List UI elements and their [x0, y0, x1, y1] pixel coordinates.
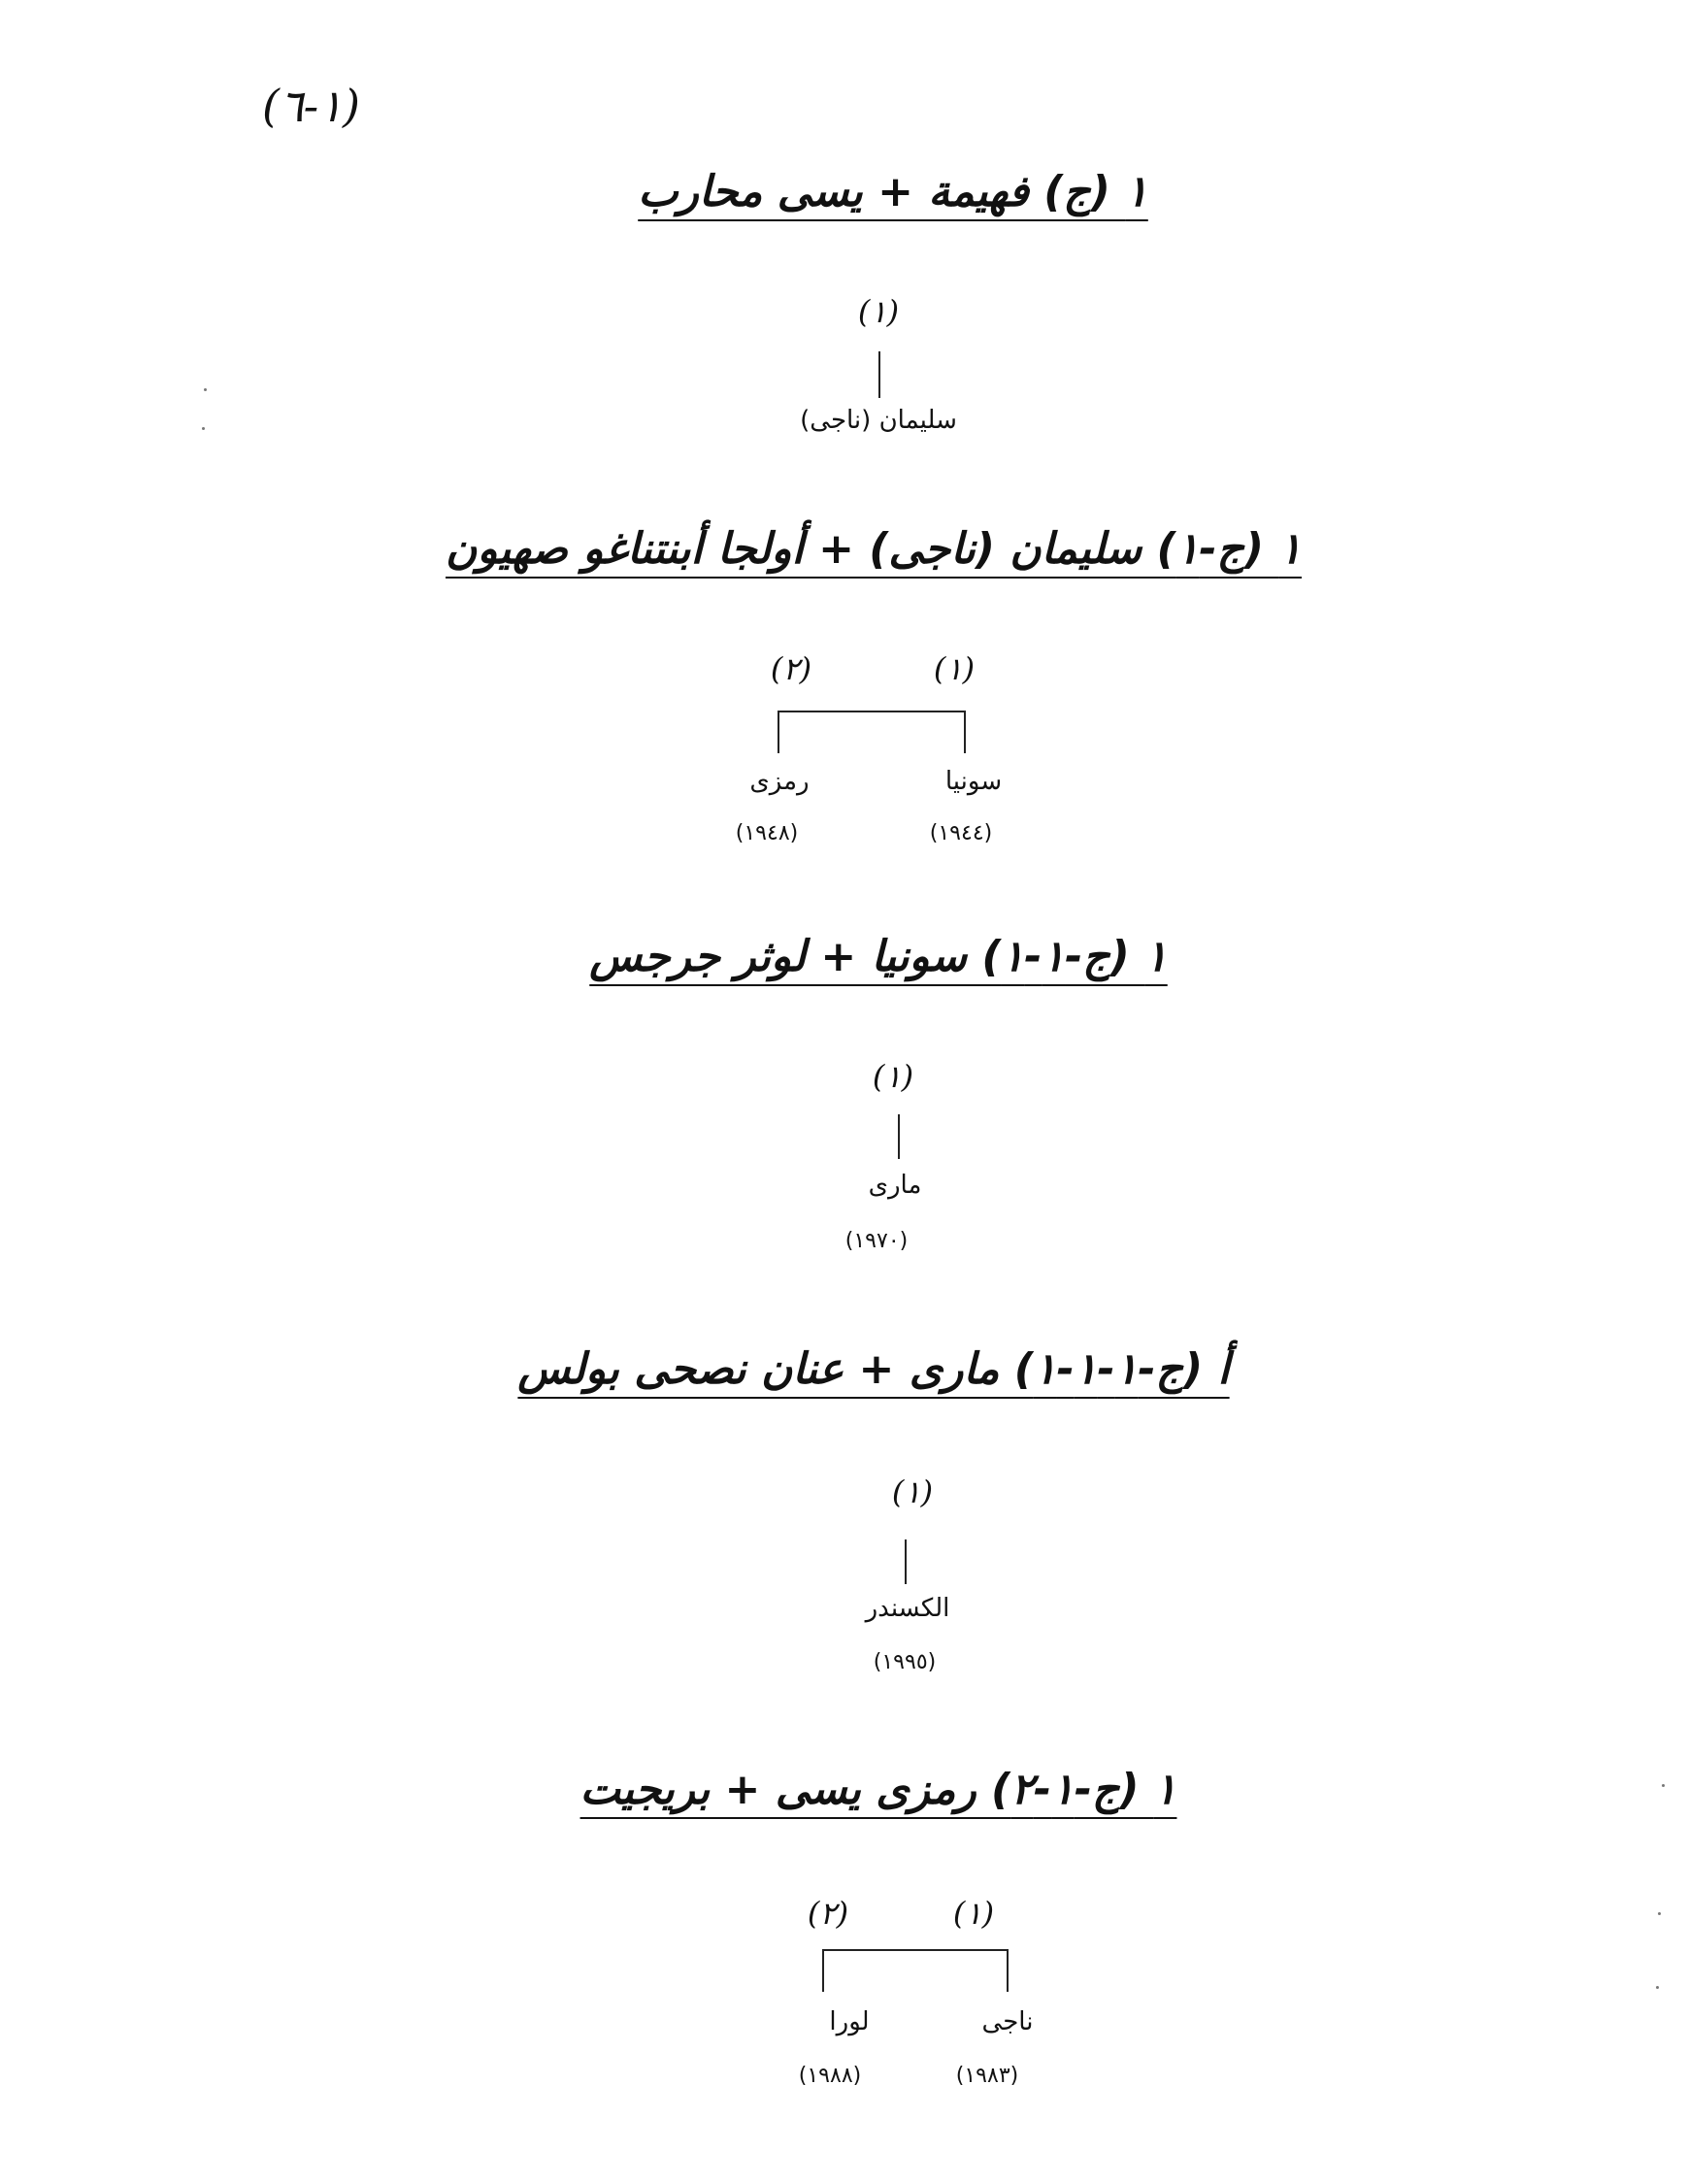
child-index: (١)	[891, 1473, 934, 1510]
section-heading: ١ (ج) فهيمة + يسى محارب	[638, 167, 1148, 216]
child-year: (١٩٨٨)	[798, 2064, 862, 2088]
scan-speck	[204, 388, 207, 391]
child-name: سونيا	[944, 767, 1003, 796]
tree-connector	[822, 1949, 1009, 1951]
child-index: (١)	[933, 650, 976, 687]
scan-speck	[1658, 1912, 1661, 1915]
child-index: (١)	[857, 293, 900, 330]
child-year: (١٩٤٤)	[929, 821, 993, 845]
child-name: رمزى	[749, 767, 810, 796]
scan-speck	[202, 427, 205, 430]
child-name: سليمان (ناجى)	[800, 406, 957, 435]
child-index: (١)	[952, 1895, 995, 1932]
child-year: (١٩٧٠)	[844, 1229, 909, 1253]
scan-speck	[1662, 1784, 1665, 1787]
child-index: (١)	[872, 1058, 914, 1095]
tree-connector	[905, 1539, 907, 1584]
child-name: الكسندر	[865, 1594, 950, 1623]
child-index: (٢)	[770, 650, 812, 687]
section-heading: ١ (ج-١-١) سونيا + لوثر جرجس	[589, 932, 1168, 981]
child-name: لورا	[829, 2007, 870, 2036]
tree-connector	[898, 1114, 900, 1159]
section-heading: ١ (ج-١-٢) رمزى يسى + بريجيت	[579, 1765, 1177, 1814]
child-name: مارى	[868, 1171, 922, 1200]
tree-connector	[964, 711, 966, 753]
tree-connector	[822, 1949, 824, 1992]
child-year: (١٩٨٣)	[955, 2064, 1019, 2088]
tree-connector	[778, 711, 779, 753]
child-year: (١٩٩٥)	[873, 1650, 937, 1674]
tree-connector	[878, 351, 880, 398]
tree-connector	[1007, 1949, 1009, 1992]
section-heading: أ (ج-١-١-١) مارى + عنان نصحى بولس	[517, 1344, 1230, 1394]
child-index: (٢)	[807, 1895, 849, 1932]
tree-connector	[778, 711, 966, 712]
child-year: (١٩٤٨)	[735, 821, 799, 845]
page-number: (١-٦)	[262, 80, 360, 132]
section-heading: ١ (ج-١) سليمان (ناجى) + أولجا أبنتناغو ص…	[446, 524, 1302, 574]
scan-speck	[1656, 1986, 1659, 1989]
child-name: ناجى	[981, 2007, 1034, 2036]
